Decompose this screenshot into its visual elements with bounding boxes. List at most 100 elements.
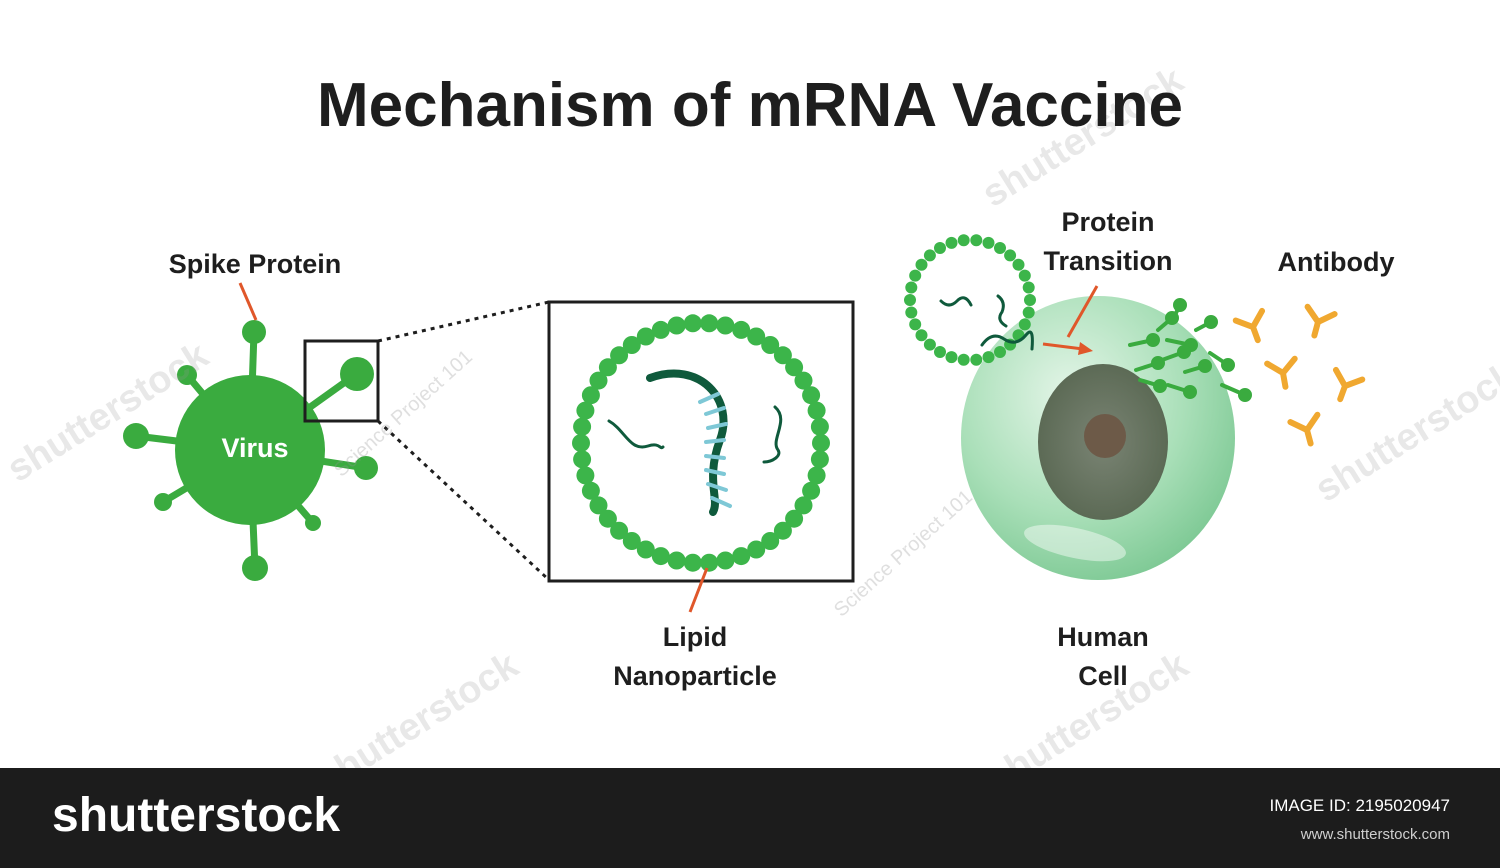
small-lipid-bead [915, 258, 928, 271]
lipid-leader-line [688, 567, 709, 613]
small-lipid-bead [1018, 269, 1031, 282]
lipid-bead [622, 532, 641, 550]
cell-spike-tip [1146, 333, 1160, 347]
lipid-bead [773, 346, 792, 365]
lipid-bead [622, 336, 641, 354]
small-lipid-bead [945, 236, 958, 249]
lipid-bead [773, 521, 792, 540]
small-lipid-bead [905, 306, 918, 319]
small-lipid-bead [923, 338, 936, 351]
cell-spike-tip [1177, 345, 1191, 359]
zoom-source-box [303, 339, 380, 423]
small-lipid-bead [970, 234, 983, 247]
cell-spike-tip [1165, 311, 1179, 325]
lipid-bead [573, 417, 592, 436]
cell-spike-tip [1204, 315, 1218, 329]
cell-nucleolus [1084, 414, 1126, 458]
lipid-bead [761, 336, 780, 354]
footer-image-id: IMAGE ID: 2195020947 [1269, 796, 1450, 815]
antibody-label: Antibody [1277, 247, 1395, 277]
lipid-bead [700, 553, 719, 572]
virus: Virus [123, 320, 378, 581]
lipid-bead [732, 320, 751, 339]
small-lnp-rna-2 [996, 294, 1008, 328]
small-lipid-bead [923, 249, 936, 262]
small-lipid-bead [982, 351, 995, 364]
small-lipid-bead [1022, 306, 1035, 319]
lipid-bead [810, 450, 829, 469]
small-lipid-bead [1004, 249, 1017, 262]
footer-brand: shutterstock [52, 789, 341, 842]
cell-spike-tip [1238, 388, 1252, 402]
mrna-main-strand [646, 369, 728, 516]
lipid-bead [572, 434, 590, 452]
lipid-bead [576, 401, 595, 420]
lipid-bead [573, 450, 592, 469]
diagram-title: Mechanism of mRNA Vaccine [317, 71, 1183, 140]
lipid-bead [810, 417, 829, 436]
footer-bar: shutterstock IMAGE ID: 2195020947 www.sh… [0, 768, 1500, 868]
lipid-bead [683, 314, 702, 333]
zoom-panel [547, 300, 855, 583]
human-cell [961, 296, 1235, 580]
small-lipid-bead [945, 351, 958, 364]
lipid-bead [636, 327, 655, 346]
lipid-bead [785, 358, 804, 377]
cell-spike-tip [1183, 385, 1197, 399]
lipid-bead [589, 371, 608, 390]
diagram-canvas: Virus [123, 234, 1366, 613]
antibody [1304, 303, 1338, 339]
antibody [1287, 411, 1321, 447]
lipid-bead [794, 371, 813, 390]
protein-leader-line [1066, 285, 1099, 338]
cell-spike-tip [1221, 358, 1235, 372]
small-lipid-bead [909, 318, 922, 331]
lipid-bead [651, 547, 670, 566]
protein-transition-label-line1: Protein [1061, 207, 1155, 237]
lipid-bead [785, 509, 804, 528]
lipid-bead [589, 496, 608, 515]
small-lnp-rna-1 [939, 296, 973, 307]
lipid-bead [716, 316, 735, 335]
mrna-small-strand-right [762, 405, 783, 464]
lipid-bead [794, 496, 813, 515]
lipid-bead [747, 540, 766, 559]
lipid-bead [802, 481, 821, 500]
lipid-bead [807, 466, 826, 485]
virus-spike-tips [123, 320, 378, 581]
lipid-bead [576, 466, 595, 485]
human-cell-label-line2: Cell [1078, 661, 1128, 691]
lipid-shell-beads [572, 314, 830, 572]
cell-spike-tip [1173, 298, 1187, 312]
protein-transition-label-line2: Transition [1043, 246, 1173, 276]
lipid-bead [761, 532, 780, 550]
lipid-bead [716, 551, 735, 570]
lipid-bead [747, 327, 766, 346]
entering-mrna [980, 330, 1034, 351]
cell-highlight [1024, 524, 1126, 562]
human-cell-label-line1: Human [1057, 622, 1149, 652]
lipid-bead [667, 551, 686, 570]
small-lipid-bead [934, 346, 946, 358]
zoom-line-top [377, 300, 550, 343]
lipid-bead [651, 320, 670, 339]
mrna-strands [607, 369, 783, 516]
small-lnp-beads [904, 234, 1036, 366]
cell-spike-tip [1198, 359, 1212, 373]
small-lipid-bead [1022, 281, 1035, 294]
lipid-nanoparticle-label-line2: Nanoparticle [613, 661, 777, 691]
lipid-bead [683, 553, 702, 572]
lipid-bead [812, 434, 830, 452]
small-lipid-bead [970, 353, 983, 366]
small-lipid-bead [957, 353, 970, 366]
small-lipid-bead [1012, 258, 1025, 271]
footer-site: www.shutterstock.com [1300, 826, 1450, 843]
lipid-bead [581, 481, 600, 500]
small-lipid-bead [994, 242, 1006, 254]
antibody [1232, 307, 1266, 344]
lnp-entering-cell [904, 234, 1036, 366]
small-lipid-bead [934, 242, 946, 254]
small-lipid-bead [915, 329, 928, 342]
lipid-bead [610, 346, 629, 365]
cell-spike-tip [1153, 379, 1167, 393]
